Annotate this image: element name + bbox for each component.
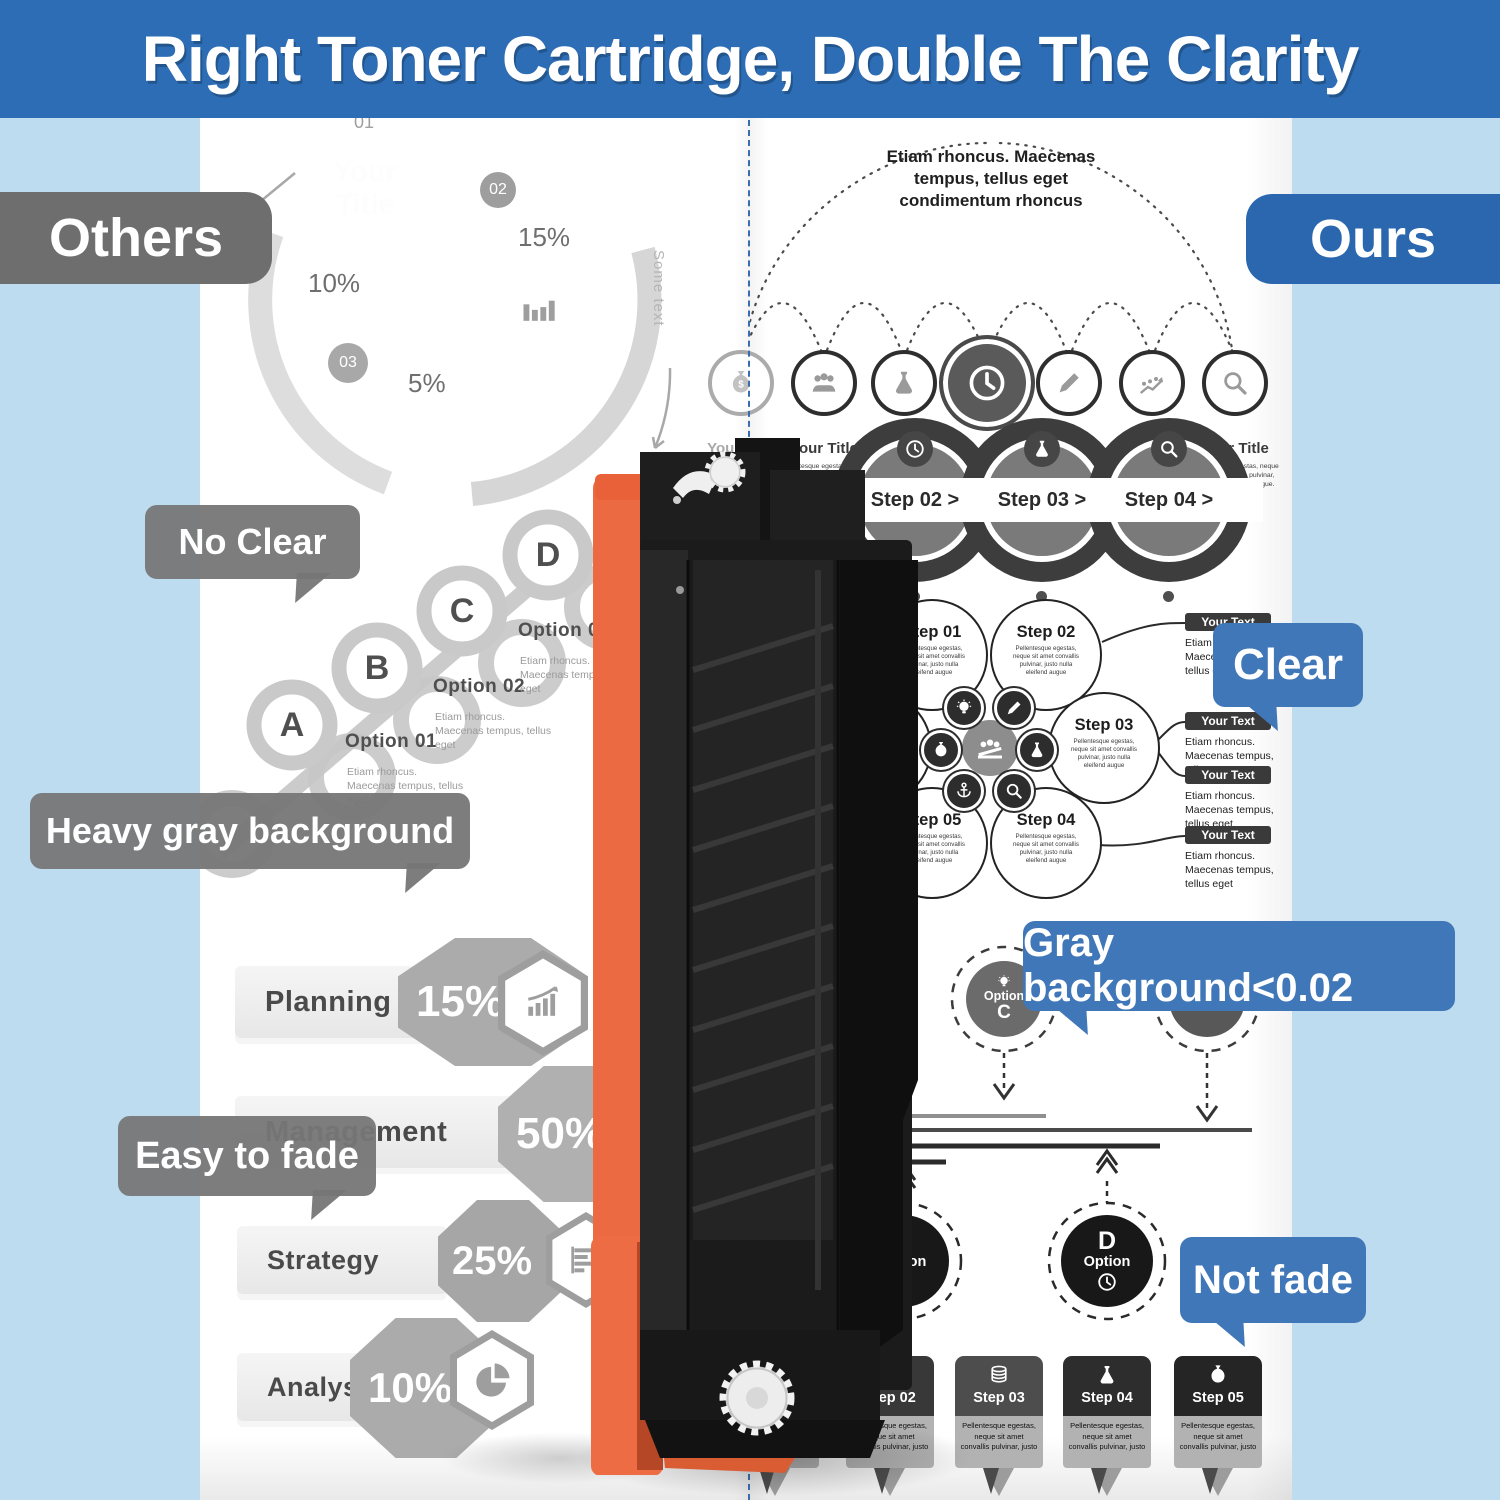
row-management-value: 50% — [516, 1109, 605, 1158]
loop-letter-d: D — [535, 536, 561, 574]
loop-letter-b: B — [364, 649, 390, 687]
your-text-bar: Your Text — [1185, 826, 1271, 844]
growth-icon — [1119, 350, 1185, 416]
pie-bars-icon — [518, 286, 562, 330]
loop-letter-c: C — [449, 592, 475, 630]
bulb-icon — [996, 974, 1012, 990]
step-03-label: Step 03 > — [997, 489, 1087, 511]
flask-icon — [1017, 730, 1057, 770]
magnifier-icon — [994, 771, 1034, 811]
callout-not-fade: Not fade — [1180, 1237, 1366, 1323]
step-card-04: Step 04 Pellentesque egestas, neque sit … — [1063, 1356, 1151, 1496]
step-02-label: Step 02 > — [870, 489, 960, 511]
step-04-label: Step 04 > — [1124, 489, 1214, 511]
clock-icon — [939, 335, 1035, 431]
headline-title: Right Toner Cartridge, Double The Clarit… — [141, 23, 1360, 95]
headline-banner: Right Toner Cartridge, Double The Clarit… — [0, 0, 1500, 118]
bulb-icon — [944, 688, 984, 728]
flask-icon — [1095, 1363, 1119, 1387]
coins-icon — [987, 1363, 1011, 1387]
dot — [1163, 591, 1174, 602]
money-bag-icon — [1206, 1363, 1230, 1387]
pie-pct-15: 15% — [518, 222, 571, 252]
flask-icon — [1024, 431, 1060, 467]
group-icon — [962, 720, 1018, 776]
row-strategy-value: 25% — [452, 1238, 533, 1283]
pie-chart-icon — [456, 1338, 528, 1422]
row-planning-value: 15% — [416, 977, 505, 1026]
pie-title: Your Title — [333, 156, 397, 221]
step-card-05: Step 05 Pellentesque egestas, neque sit … — [1174, 1356, 1262, 1496]
pencil-icon — [994, 688, 1034, 728]
option-d-circle: D Option — [1061, 1215, 1153, 1307]
pie-pct-10: 10% — [308, 268, 361, 298]
row-strategy-bar: Strategy — [237, 1226, 447, 1294]
loop-letter-a: A — [279, 706, 305, 744]
row-planning-label: Planning — [265, 985, 392, 1018]
row-strategy-label: Strategy — [267, 1244, 380, 1275]
toner-cartridge — [591, 438, 918, 1475]
row-analysis-value: 10% — [368, 1364, 453, 1411]
row-strategy-octagon: 25% — [438, 1200, 568, 1322]
flask-icon — [871, 350, 937, 416]
clock-icon — [1096, 1271, 1118, 1293]
step-card-03: Step 03 Pellentesque egestas, neque sit … — [955, 1356, 1043, 1496]
pie-badge-03: 03 — [328, 343, 368, 383]
callout-gray-background: Gray background<0.02 — [1023, 921, 1455, 1011]
callout-no-clear: No Clear — [145, 505, 360, 579]
pie-side-text: Some text — [650, 250, 667, 327]
magnifier-icon — [1202, 350, 1268, 416]
clock-icon — [897, 431, 933, 467]
your-text-bar: Your Text — [1185, 766, 1271, 784]
callout-clear: Clear — [1213, 623, 1363, 707]
option-02-label: Option 02 — [433, 676, 526, 697]
your-text-body: Etiam rhoncus. Maecenas tempus, tellus e… — [1185, 790, 1274, 830]
option-02-caption: Etiam rhoncus. Maecenas tempus, tellus e… — [435, 711, 552, 752]
others-label: Others — [0, 192, 272, 284]
column-title: Your Title — [790, 440, 858, 457]
growth-chart-icon — [505, 958, 581, 1048]
dot — [1036, 591, 1047, 602]
callout-heavy-gray: Heavy gray background — [30, 793, 470, 869]
step-band — [798, 478, 1263, 522]
pencil-icon — [1036, 350, 1102, 416]
people-icon — [791, 350, 857, 416]
ours-label: Ours — [1246, 194, 1500, 284]
callout-easy-to-fade: Easy to fade — [118, 1116, 376, 1196]
your-text-body: Etiam rhoncus. Maecenas tempus, tellus e… — [1185, 850, 1274, 890]
ours-heading: Etiam rhoncus. Maecenas tempus, tellus e… — [886, 147, 1096, 210]
option-01-label: Option 01 — [345, 731, 438, 752]
anchor-icon — [944, 771, 984, 811]
pie-pct-5: 5% — [408, 368, 446, 398]
magnifier-icon — [1151, 431, 1187, 467]
pie-badge-02: 02 — [480, 172, 516, 208]
money-bag-icon — [708, 350, 774, 416]
